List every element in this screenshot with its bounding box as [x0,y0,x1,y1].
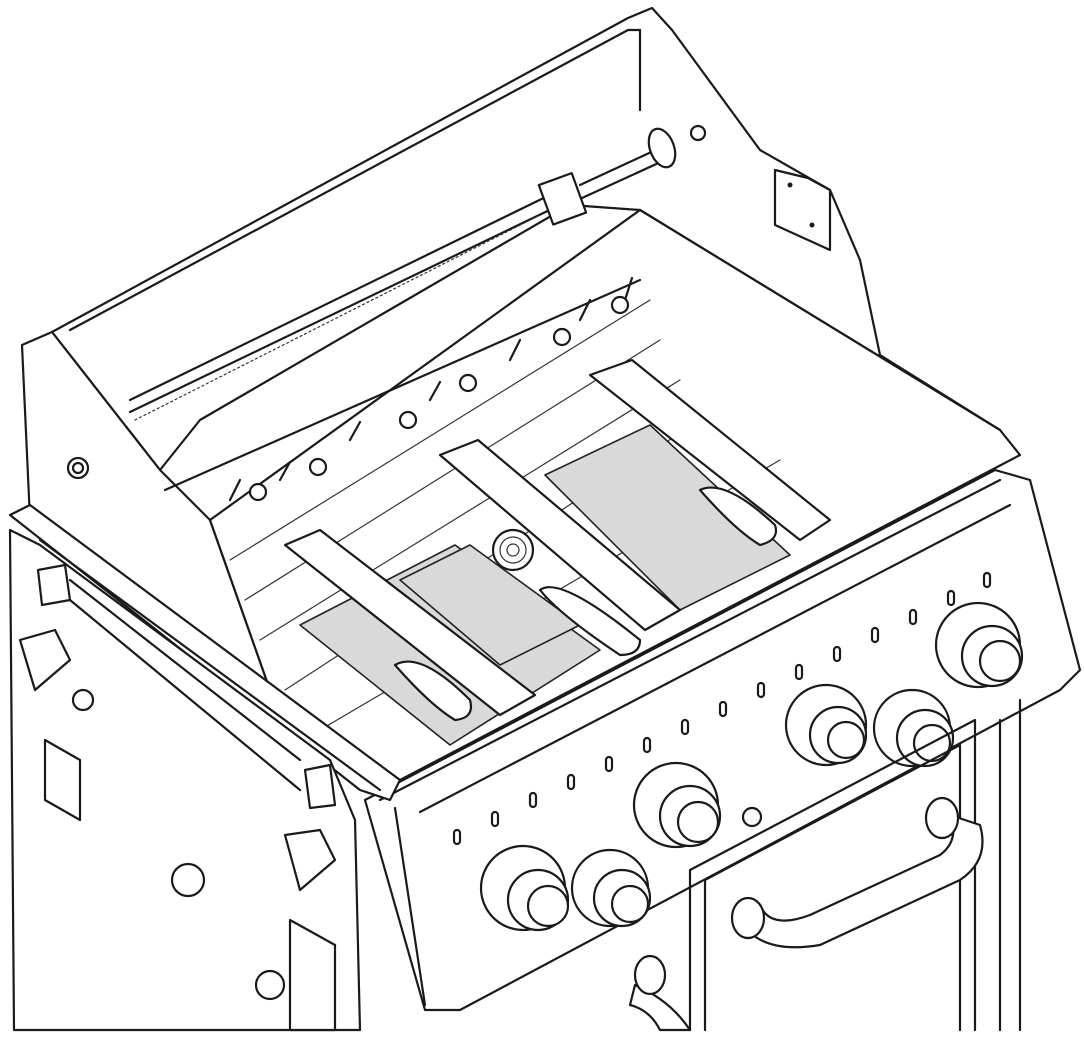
rotisserie-rod [537,127,677,226]
burner-tubes [283,358,832,722]
side-bracket [689,124,832,252]
spit-forks [163,276,642,502]
knob-2 [570,848,652,928]
door-handle-lower [628,983,692,1032]
cabinet-door [688,698,1022,1032]
rear-lid [50,6,1002,472]
knob-5 [872,688,955,768]
burner-tube-right [588,358,832,542]
side-clamps [18,563,337,892]
control-knobs [479,601,1024,932]
knob-6 [934,601,1024,689]
knob-1 [479,844,570,932]
door-handles [628,796,984,1032]
door-handle-upper [738,813,984,949]
igniter-button [741,806,763,828]
panel-vent-slots [452,571,992,846]
burner-tube-center [438,438,682,632]
knob-3 [632,761,722,849]
burner-tube-left [283,528,537,717]
cabinet-left-side [8,528,362,1032]
knob-4 [784,683,868,767]
heat-deflector-right [544,424,791,611]
